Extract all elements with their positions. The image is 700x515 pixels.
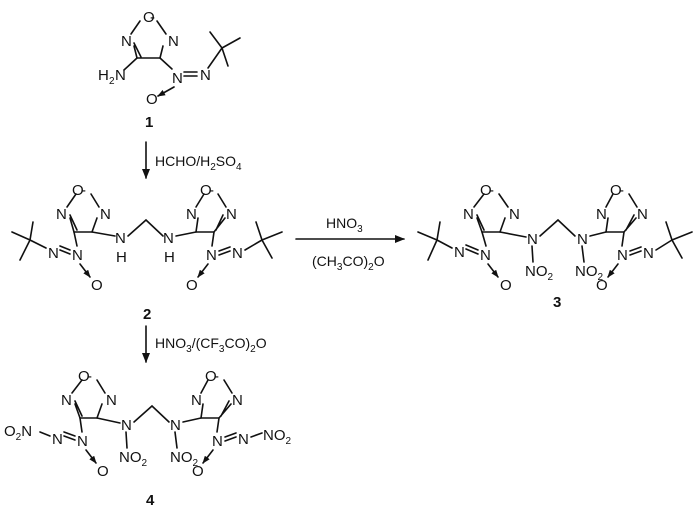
compound-4: O - N N N NO2 N NO2 O - N N N N O2N O N … — [4, 368, 292, 509]
no2-group: NO2 — [575, 263, 604, 283]
azo-n: N — [200, 67, 211, 84]
azoxy-o: O — [146, 91, 158, 108]
ring-n: N — [121, 33, 132, 50]
no2-group: NO2 — [525, 263, 554, 283]
azoxy-n: N — [206, 247, 217, 264]
ring-n: N — [191, 392, 202, 409]
azo-n: N — [52, 431, 63, 448]
azoxy-n: N — [617, 247, 628, 264]
ring-n: N — [106, 392, 117, 409]
condition-step-2-top: HNO3 — [326, 215, 363, 235]
ring-o: O — [78, 368, 90, 385]
ring-o: O — [480, 182, 492, 199]
condition-step-3: HNO3/(CF3CO)2O — [155, 335, 267, 355]
amine-n: N — [115, 67, 126, 84]
nitramine-n: N — [170, 417, 181, 434]
dash: - — [214, 368, 219, 385]
arrow-step-2: HNO3 (CH3CO)2O — [295, 215, 405, 273]
nh-h: H — [164, 249, 175, 266]
dash: - — [150, 9, 155, 26]
arrow-step-1: HCHO/H2SO4 — [142, 141, 242, 179]
ring-n: N — [596, 206, 607, 223]
compound-1: O - N N H 2 N N N O 1 — [98, 9, 241, 131]
azoxy-o: O — [596, 277, 608, 294]
ring-n: N — [168, 33, 179, 50]
ring-n: N — [56, 206, 67, 223]
nitramine-n: N — [527, 231, 538, 248]
compound-label-3: 3 — [553, 294, 561, 311]
nh-n: N — [163, 230, 174, 247]
dash: - — [87, 368, 92, 385]
compound-label-4: 4 — [146, 492, 155, 509]
compound-label-1: 1 — [145, 114, 153, 131]
arrow-step-3: HNO3/(CF3CO)2O — [142, 325, 267, 363]
condition-step-2-bottom: (CH3CO)2O — [312, 253, 385, 273]
compound-label-2: 2 — [143, 306, 151, 323]
amine-sub: 2 — [109, 76, 115, 87]
azoxy-n: N — [172, 70, 183, 87]
nitramine-n: N — [121, 417, 132, 434]
ring-o: O — [200, 182, 212, 199]
ring-n: N — [186, 206, 197, 223]
no2-group: NO2 — [119, 449, 148, 469]
ring-o: O — [205, 368, 217, 385]
azoxy-o: O — [192, 463, 204, 480]
azoxy-n: N — [212, 433, 223, 450]
dash: - — [619, 182, 624, 199]
ring-n: N — [232, 392, 243, 409]
amine-h: H — [98, 67, 109, 84]
ring-o: O — [143, 9, 155, 26]
o2n-group: O2N — [4, 423, 32, 443]
azoxy-o: O — [186, 277, 198, 294]
no2-group: NO2 — [263, 427, 292, 447]
azo-n: N — [643, 245, 654, 262]
ring-n: N — [463, 206, 474, 223]
ring-o: O — [72, 182, 84, 199]
dash: - — [209, 182, 214, 199]
azo-n: N — [454, 244, 465, 261]
ring-n: N — [61, 392, 72, 409]
azo-n: N — [238, 431, 249, 448]
dash: - — [489, 182, 494, 199]
azoxy-n: N — [72, 247, 83, 264]
nh-n: N — [115, 230, 126, 247]
azoxy-n: N — [480, 247, 491, 264]
dash: - — [81, 182, 86, 199]
azoxy-o: O — [91, 277, 103, 294]
ring-n: N — [226, 206, 237, 223]
azoxy-o: O — [500, 277, 512, 294]
compound-3: O - N N N NO2 N NO2 O - N N N N O N N — [417, 182, 693, 311]
no2-group: NO2 — [170, 449, 199, 469]
ring-o: O — [610, 182, 622, 199]
ring-n: N — [509, 206, 520, 223]
ring-n: N — [637, 206, 648, 223]
azoxy-o: O — [97, 463, 109, 480]
condition-step-1: HCHO/H2SO4 — [155, 153, 242, 173]
azoxy-n: N — [77, 433, 88, 450]
azo-n: N — [48, 245, 59, 262]
ring-n: N — [100, 206, 111, 223]
nitramine-n: N — [577, 231, 588, 248]
nh-h: H — [116, 249, 127, 266]
compound-2: O - N N N H N H O - N N N N O N N O 2 — [11, 182, 283, 323]
azo-n: N — [232, 245, 243, 262]
